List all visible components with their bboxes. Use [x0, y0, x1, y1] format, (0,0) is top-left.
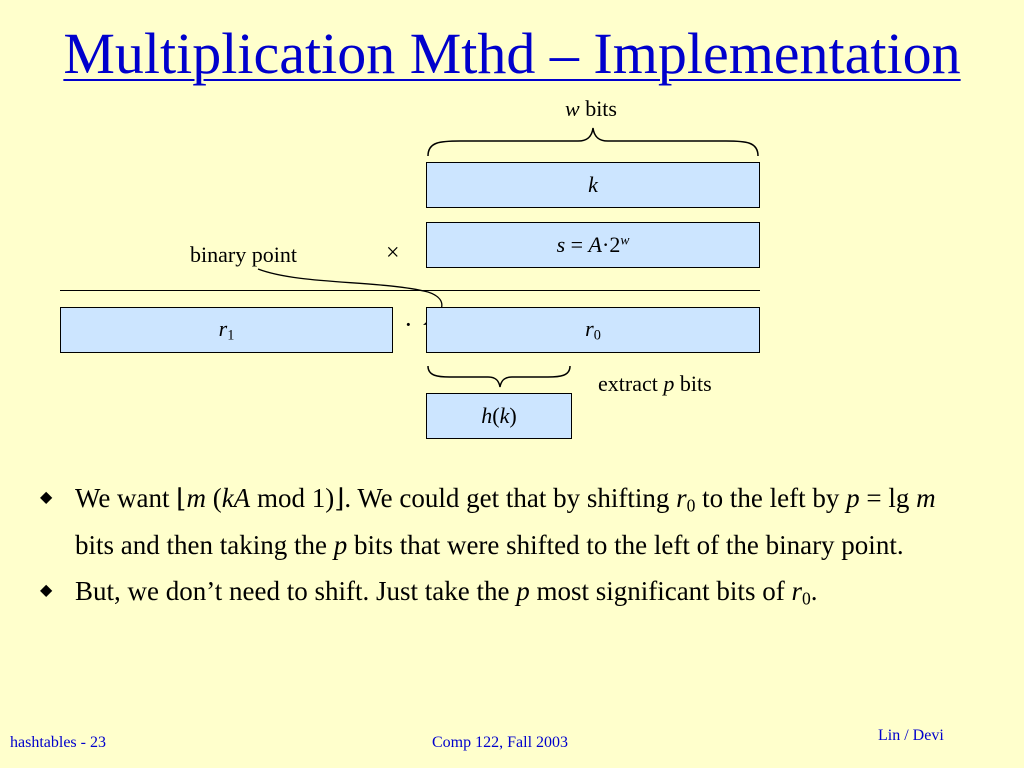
bullet-item: ◆ But, we don’t need to shift. Just take…	[40, 571, 980, 618]
k-label: k	[588, 172, 598, 197]
b1-t3: mod 1)	[250, 483, 335, 513]
hk-h: h	[481, 403, 493, 428]
r1-var: r	[218, 315, 228, 341]
b2-t1: But, we don’t need to shift. Just take t…	[75, 576, 517, 607]
r1-label: r1	[219, 316, 235, 345]
footer-left: hashtables - 23	[10, 734, 106, 751]
extract-var: p	[663, 371, 675, 396]
binary-point-label: binary point	[190, 242, 297, 267]
r0-box: r0	[426, 307, 760, 353]
b1-t2: (	[205, 483, 222, 513]
bullet-list: ◆ We want ⌊m (kA mod 1)⌋. We could get t…	[40, 478, 980, 625]
b1-m: m	[186, 483, 206, 513]
r1-sub: 1	[227, 327, 235, 344]
s-A: A	[588, 232, 602, 257]
b2-r: r	[791, 576, 802, 607]
b1-p: p	[846, 483, 860, 513]
footer-center: Comp 122, Fall 2003	[432, 734, 569, 751]
s-eq: =	[565, 232, 589, 257]
b1-kA: kA	[221, 483, 251, 513]
b1-t8: bits that were shifted to the left of th…	[347, 530, 904, 561]
s-sup: w	[620, 232, 630, 248]
r1-box: r1	[60, 307, 393, 353]
b1-p2: p	[333, 530, 348, 561]
w-bits-label: w bits	[565, 96, 617, 122]
hk-open: (	[492, 403, 500, 428]
b1-t1: We want	[75, 483, 177, 513]
r0-var: r	[585, 315, 594, 341]
b1-r: r	[676, 483, 687, 513]
binary-point-dot: ·	[404, 310, 413, 339]
b1-t4: . We could get that by shifting	[344, 483, 677, 513]
extract-post: bits	[674, 371, 712, 396]
diamond-bullet-icon: ◆	[40, 582, 53, 600]
product-line	[60, 290, 760, 291]
extract-p-bits-label: extract p bits	[598, 371, 712, 397]
diamond-bullet-icon: ◆	[40, 489, 53, 506]
extract-pre: extract	[598, 371, 664, 396]
b1-t5: to the left by	[695, 483, 847, 513]
b1-t6: = lg	[859, 483, 917, 513]
w-var: w	[565, 96, 580, 121]
b2-r-sub: 0	[801, 588, 811, 609]
k-box: k	[426, 162, 760, 208]
hk-close: )	[509, 403, 517, 428]
b1-r-sub: 0	[686, 495, 696, 516]
r0-sub: 0	[593, 327, 601, 344]
b1-m2: m	[916, 483, 936, 513]
b2-t2: most significant bits of	[529, 576, 792, 607]
s-rest: ·2	[602, 232, 621, 257]
hk-label: h(k)	[481, 403, 516, 429]
floor-right: ⌋	[334, 484, 345, 514]
footer-right: Lin / Devi	[878, 727, 944, 744]
s-formula: s = A·2w	[557, 232, 630, 258]
s-box: s = A·2w	[426, 222, 760, 268]
b2-t3: .	[810, 576, 818, 607]
times-symbol: ×	[386, 240, 400, 266]
p-bits-brace	[427, 365, 571, 388]
w-bits-brace	[427, 127, 759, 157]
b1-t7: bits and then taking the	[75, 530, 334, 561]
r0-label: r0	[585, 316, 601, 345]
hk-box: h(k)	[426, 393, 572, 439]
bullet-item: ◆ We want ⌊m (kA mod 1)⌋. We could get t…	[40, 478, 980, 565]
b2-p: p	[516, 576, 530, 607]
s-var: s	[556, 232, 566, 257]
hk-k: k	[499, 403, 510, 428]
w-bits-text: bits	[585, 96, 617, 121]
floor-left: ⌊	[176, 484, 187, 514]
slide-title: Multiplication Mthd – Implementation	[63, 21, 961, 86]
